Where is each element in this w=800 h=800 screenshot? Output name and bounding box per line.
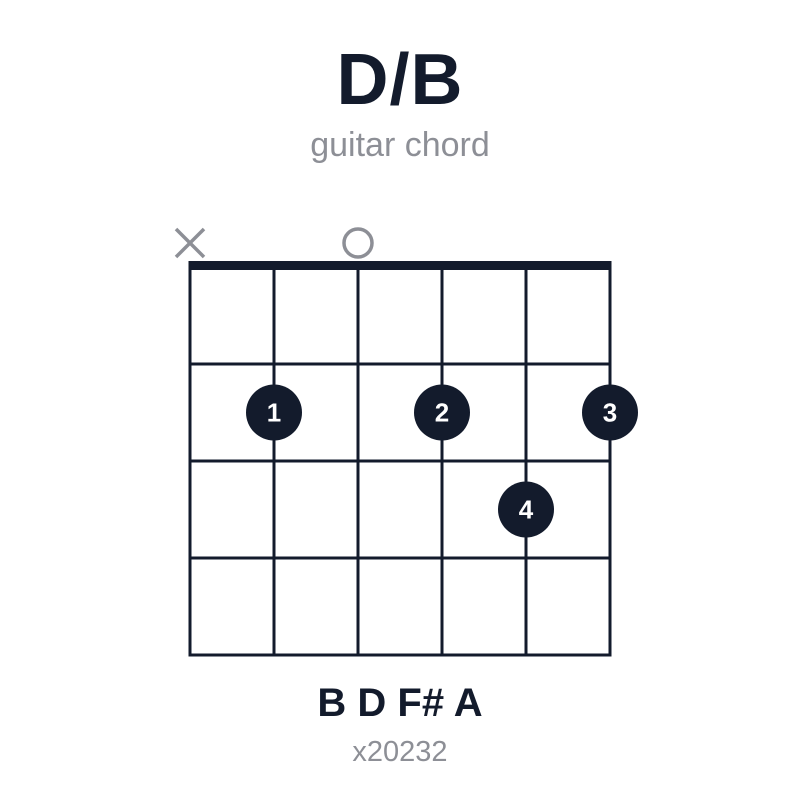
finger-dot-circle: [582, 384, 638, 441]
finger-dot-circle: [498, 481, 554, 538]
open-string-icon: [342, 227, 374, 259]
muted-string-icon: [174, 227, 206, 259]
chord-title: D/B: [336, 40, 464, 120]
chord-fingering: x20232: [352, 736, 448, 768]
chord-notes: B D F# A: [317, 681, 483, 725]
finger-dot: 4: [498, 481, 554, 538]
finger-dots: 1 2 3 4: [246, 384, 638, 538]
finger-number: 3: [603, 398, 617, 428]
finger-number: 1: [267, 398, 281, 428]
finger-dot: 1: [246, 384, 302, 441]
finger-dot: 3: [582, 384, 638, 441]
chord-subtitle: guitar chord: [310, 126, 490, 164]
finger-dot-circle: [246, 384, 302, 441]
finger-number: 2: [435, 398, 449, 428]
string-markers: [174, 227, 374, 259]
finger-dot: 2: [414, 384, 470, 441]
fretboard-grid: [188, 261, 612, 657]
nut: [188, 261, 612, 270]
finger-number: 4: [519, 495, 534, 525]
finger-dot-circle: [414, 384, 470, 441]
